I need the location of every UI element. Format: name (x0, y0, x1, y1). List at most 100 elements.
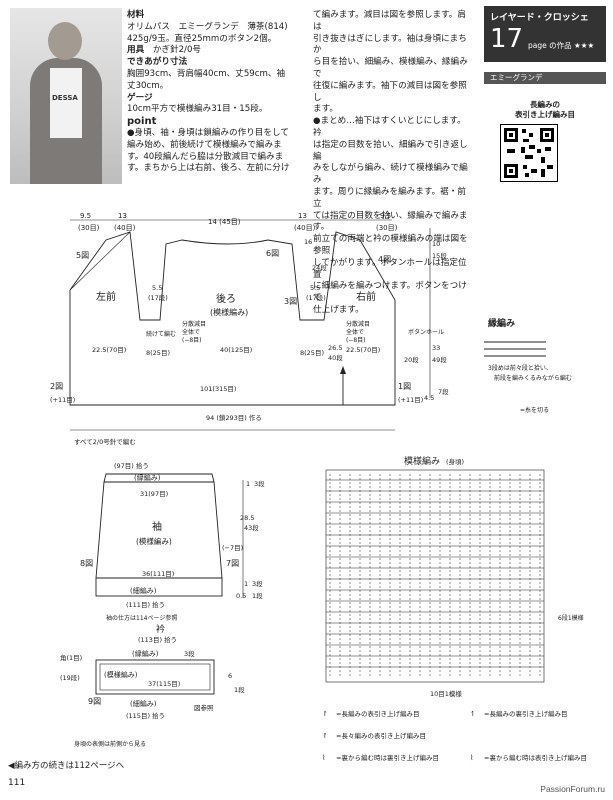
height-side-st: 40段 (328, 353, 343, 362)
fig2-label: 2図 (50, 382, 63, 391)
dec-right-2: 全体で (346, 328, 364, 336)
qr-code[interactable] (500, 124, 558, 182)
collar-side-rows: (19段) (60, 673, 80, 682)
label-right-front: 右前 (356, 290, 376, 303)
tools-text: かぎ針2/0号 (152, 45, 202, 56)
instr-line: してかがります。ボタンホールは指定位置 (313, 257, 467, 280)
collar-edge: (縁編み) (132, 649, 159, 658)
dim-shoulder-left: 9.5 (80, 212, 91, 220)
dec-left-3: (−8目) (182, 337, 202, 344)
point-line-2: す。40段編んだら脇は分散減目で編みま (127, 151, 284, 162)
instr-line: 往復に編みます。袖下の減目は図を参照し (313, 80, 467, 103)
pattern-sub: (身頃) (446, 457, 464, 466)
sleeve-h3s: 3段 (252, 579, 263, 588)
model-head (48, 22, 82, 60)
sleeve-diagram: (97目) 拾う (縁編み) 31(97目) 袖 (模様編み) 36(111目)… (80, 461, 265, 622)
sleeve-inc: (−7目) (222, 544, 243, 552)
buttonhole-rows: 20段 (404, 355, 419, 364)
dim-neck-left: 13 (118, 212, 127, 220)
width-hem: 101(315目) (200, 385, 236, 393)
sleeve-cuff: (細編み) (130, 586, 157, 595)
height-top-st: 15段 (432, 251, 447, 260)
instr-line: ます。 (313, 104, 338, 115)
dec-right-1: 分散減目 (346, 320, 370, 328)
project-badge: レイヤード・クロッシェ 17 page の作品 ★★★ (484, 6, 606, 62)
gusset-h-right-st: (17段) (306, 293, 326, 302)
tools-heading: 用具 (127, 45, 145, 56)
sleeve-pickup: (97目) 拾う (114, 461, 149, 470)
width-chain: 94 (鎖293目) 作る (206, 413, 262, 422)
body-diagram: 9.5 (30目) 13 (40目) 14 (45目) 13 (40目) 9.5… (50, 212, 449, 446)
instr-line: て編みます。減目は図を参照します。肩は (313, 10, 466, 32)
dim-back-neck: 14 (45目) (208, 218, 241, 226)
dec-left-1: 分散減目 (182, 320, 206, 328)
dec-left-2: 全体で (182, 328, 200, 336)
qr-caption-1: 長編みの (530, 100, 560, 109)
instr-line: ら目を拾い、細編み、模様編み、縁編みで (313, 57, 468, 79)
point-line-0: ●身頃、袖・身頃は鎖編みの作り目をして (127, 127, 289, 138)
cut-yarn-legend: =糸を切る (520, 406, 549, 414)
badge-page-label: page の作品 ★★★ (528, 41, 595, 50)
continue-label: 続けて編む (146, 330, 176, 338)
continue-note: ◀編み方の続きは112ページへ (8, 761, 125, 771)
gauge-heading: ゲージ (127, 92, 153, 103)
instr-line: みをしながら編み、続けて模様編みで編み (313, 163, 468, 186)
instructions-block: て編みます。減目は図を参照します。肩は 引き抜きはぎにします。袖は身頃にまちか … (313, 10, 471, 317)
materials-heading: 材料 (127, 10, 145, 20)
fig6-label: 6図 (266, 249, 279, 258)
legend-text-3: =裏から編む時は裏引き上げ編み目 (336, 753, 439, 762)
edging-title: 縁編み (488, 317, 515, 329)
height-hem-st: 7段 (438, 387, 449, 396)
collar-note: 図参照 (194, 703, 214, 712)
sleeve-h4s: 1段 (252, 591, 263, 600)
collar-cuff: (細編み) (130, 699, 157, 708)
sleeve-pickup-2: (111目) 拾う (126, 600, 165, 609)
sleeve-title: 袖 (152, 520, 162, 533)
collar-title: 衿 (156, 623, 165, 635)
point-heading: point (127, 116, 157, 128)
collar-pickup-2: (115目) 拾う (126, 711, 165, 720)
shirt-print: DESSA (52, 94, 78, 102)
label-left-front: 左前 (96, 290, 116, 303)
badge-number: 17 (490, 24, 524, 54)
collar-pickup: (113目) 拾う (138, 635, 177, 644)
gauge-text: 10cm平方で模様編み31目・15段。 (127, 104, 268, 115)
fig9-label: 9図 (88, 697, 101, 706)
qr-code-icon (504, 128, 554, 178)
collar-diagram: 衿 (113目) 拾う (縁編み) (模様編み) 37(115目) (細編み) … (60, 623, 245, 720)
plus11-right: (+11目) (398, 396, 423, 404)
sleeve-h3: 1 (244, 580, 248, 588)
label-back-sub: (模様編み) (210, 307, 248, 317)
sleeve-h1s: 3段 (254, 479, 265, 488)
height-front: 16 (304, 238, 312, 246)
collar-h1: 3段 (184, 649, 195, 658)
legend-sym-3: ⌇ (322, 754, 325, 762)
dim-neck-left-st: (40目) (114, 224, 136, 232)
gusset-right: 8(25目) (300, 349, 324, 357)
gusset-h-right: 5.5 (310, 284, 320, 292)
collar-h2: 6 (228, 672, 232, 680)
height-hem: 4.5 (424, 394, 434, 402)
pattern-title: 模様編み (404, 455, 440, 467)
instr-line: ます。周りに縁編みを編みます。裾・前立 (313, 186, 466, 209)
model-shirt (50, 68, 82, 138)
brand-bar: エミーグランデ (484, 72, 606, 84)
sleeve-bottom-width: 36(111目) (142, 570, 174, 578)
edging-chart: 縁編み 3段めは前々段と拾い、 前段を編みくるみながら編む =糸を切る (484, 317, 572, 414)
legend-sym-0: ↾ (322, 710, 328, 718)
sleeve-h1: 1 (246, 480, 250, 488)
instr-line: 引き抜きはぎにします。袖は身頃にまちか (313, 33, 467, 56)
sleeve-sub: (模様編み) (136, 536, 172, 546)
fig7-label: 7図 (226, 559, 239, 568)
legend-text-1: =長編みの裏引き上げ編み目 (484, 709, 567, 718)
size-text-2: 丈30cm。 (127, 80, 169, 91)
height-front-st: 24段 (312, 263, 327, 272)
dim-shoulder-right-st: (30目) (376, 224, 398, 232)
sleeve-edge: (縁編み) (134, 473, 161, 482)
model-photo: DESSA (10, 8, 122, 184)
legend-sym-4: ⌇ (470, 754, 473, 762)
sleeve-h2: 28.5 (240, 514, 254, 522)
point-line-1: 編み始め、前後続けて模様編みで編みま (127, 139, 282, 150)
fig8-label: 8図 (80, 559, 93, 568)
